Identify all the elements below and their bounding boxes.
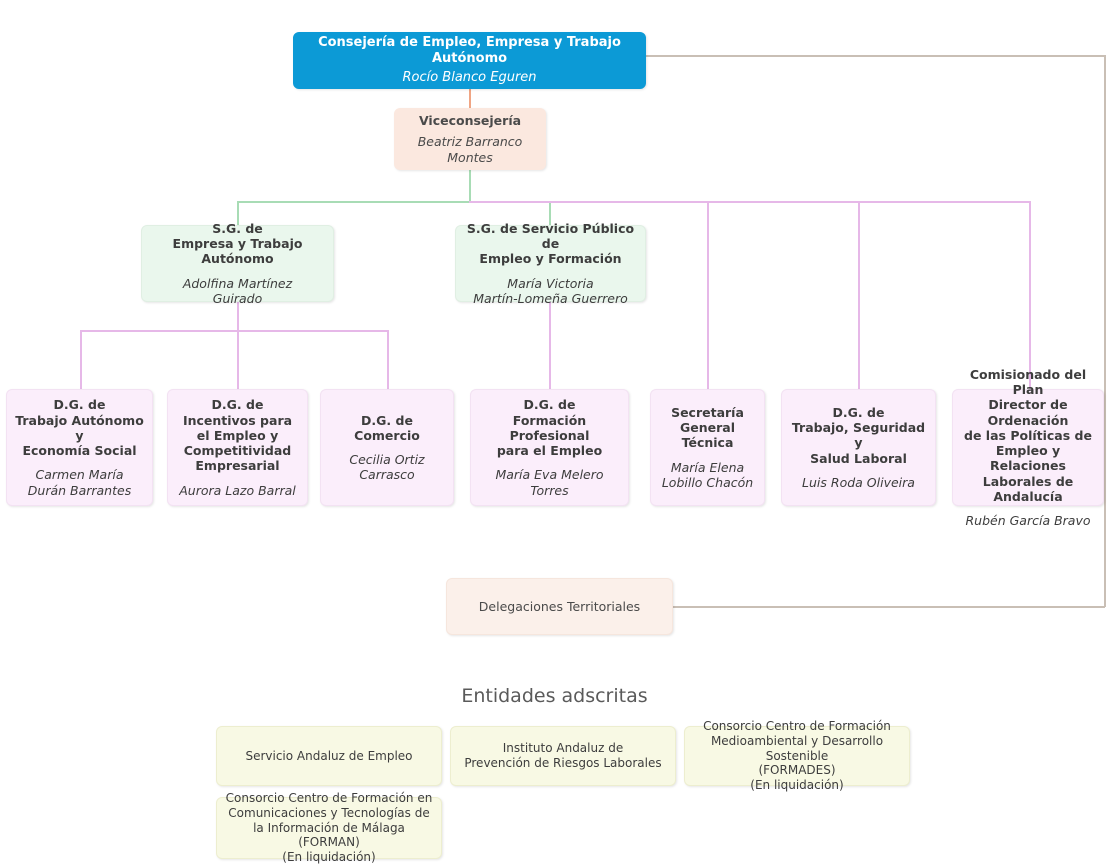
node-delegaciones-territoriales[interactable]: Delegaciones Territoriales: [446, 578, 673, 635]
node-sg-empresa-trabajo-autonomo[interactable]: S.G. de Empresa y Trabajo Autónomo Adolf…: [141, 221, 334, 306]
node-dg-1-title: D.G. de Trabajo Autónomo y Economía Soci…: [15, 397, 144, 458]
connector-bus-to-dg-7: [1029, 201, 1031, 389]
node-comisionado-plan-director[interactable]: Comisionado del Plan Director de Ordenac…: [952, 367, 1104, 528]
entity-forman[interactable]: Consorcio Centro de Formación en Comunic…: [216, 791, 442, 864]
entity-4-title: Consorcio Centro de Formación en Comunic…: [225, 791, 433, 864]
node-dg-7-person: Rubén García Bravo: [965, 513, 1091, 528]
node-dg-2-title: D.G. de Incentivos para el Empleo y Comp…: [182, 397, 293, 474]
entity-1-title: Servicio Andaluz de Empleo: [245, 748, 413, 763]
connector-root-to-territorial-bottom: [673, 606, 1105, 608]
entity-instituto-andaluz-prevencion[interactable]: Instituto Andaluz de Prevención de Riesg…: [450, 726, 676, 786]
node-dg-4-person: María Eva Melero Torres: [495, 467, 604, 498]
connector-sg1-down: [237, 301, 239, 331]
connector-bus-to-dg-2: [237, 330, 239, 389]
node-dg-7-title: Comisionado del Plan Director de Ordenac…: [964, 366, 1092, 504]
node-dg-4-title: D.G. de Formación Profesional para el Em…: [496, 397, 603, 458]
entity-3-title: Consorcio Centro de Formación Medioambie…: [703, 719, 891, 792]
node-consejeria-person: Rocío Blanco Eguren: [402, 70, 537, 86]
node-dg-comercio[interactable]: D.G. de Comercio Cecilia Ortiz Carrasco: [320, 389, 454, 506]
connector-bus-to-dg-1: [80, 330, 82, 389]
node-secretaria-general-tecnica[interactable]: Secretaría General Técnica María Elena L…: [650, 389, 765, 506]
node-sg-servicio-publico-empleo-formacion[interactable]: S.G. de Servicio Público de Empleo y For…: [455, 221, 646, 306]
connector-sg2-to-dg-4: [549, 301, 551, 389]
connector-root-to-vice: [469, 88, 471, 108]
node-dg-6-person: Luis Roda Oliveira: [802, 474, 915, 490]
node-viceconsejeria-title: Viceconsejería: [418, 113, 522, 129]
node-dg-1-person: Carmen María Durán Barrantes: [27, 467, 132, 498]
node-sg-2-title: S.G. de Servicio Público de Empleo y For…: [466, 220, 635, 267]
node-dg-3-person: Cecilia Ortiz Carrasco: [349, 452, 425, 483]
node-dg-5-title: Secretaría General Técnica: [671, 404, 744, 451]
connector-bus-to-dg-6: [858, 201, 860, 389]
connector-bus-to-dg-5: [707, 201, 709, 389]
node-sg-2-person: María Victoria Martín-Lomeña Guerrero: [473, 275, 628, 306]
connector-sg-bus: [237, 201, 550, 203]
connector-dg-left-bus: [80, 330, 388, 332]
node-dg-2-person: Aurora Lazo Barral: [179, 482, 296, 498]
node-sg-1-title: S.G. de Empresa y Trabajo Autónomo: [172, 220, 303, 267]
connector-bus-to-sg-1: [237, 201, 239, 225]
section-title-entidades-adscritas: Entidades adscritas: [461, 685, 648, 707]
entity-2-title: Instituto Andaluz de Prevención de Riesg…: [464, 741, 662, 770]
connector-root-to-territorial-top: [646, 55, 1105, 57]
node-delegaciones-title: Delegaciones Territoriales: [478, 598, 641, 614]
node-dg-trabajo-autonomo-economia-social[interactable]: D.G. de Trabajo Autónomo y Economía Soci…: [6, 389, 153, 506]
connector-dg-right-bus: [469, 201, 1030, 203]
node-dg-trabajo-seguridad-salud-laboral[interactable]: D.G. de Trabajo, Seguridad y Salud Labor…: [781, 389, 936, 506]
node-dg-formacion-profesional-empleo[interactable]: D.G. de Formación Profesional para el Em…: [470, 389, 629, 506]
node-sg-1-person: Adolfina Martínez Guirado: [182, 275, 293, 306]
connector-bus-to-dg-3: [387, 330, 389, 389]
node-dg-5-person: María Elena Lobillo Chacón: [661, 459, 754, 490]
node-viceconsejeria-person: Beatriz Barranco Montes: [417, 134, 523, 165]
node-viceconsejeria[interactable]: Viceconsejería Beatriz Barranco Montes: [394, 108, 546, 170]
entity-servicio-andaluz-empleo[interactable]: Servicio Andaluz de Empleo: [216, 726, 442, 786]
connector-root-to-territorial-right: [1104, 55, 1106, 607]
connector-bus-to-sg-2: [549, 201, 551, 225]
node-dg-6-title: D.G. de Trabajo, Seguridad y Salud Labor…: [791, 404, 926, 466]
node-dg-3-title: D.G. de Comercio: [354, 412, 420, 443]
node-dg-incentivos-empleo-competitividad[interactable]: D.G. de Incentivos para el Empleo y Comp…: [167, 389, 308, 506]
node-consejeria[interactable]: Consejería de Empleo, Empresa y Trabajo …: [293, 32, 646, 89]
entity-formades[interactable]: Consorcio Centro de Formación Medioambie…: [684, 719, 910, 792]
node-consejeria-title: Consejería de Empleo, Empresa y Trabajo …: [318, 34, 621, 66]
connector-vice-down: [469, 170, 471, 202]
